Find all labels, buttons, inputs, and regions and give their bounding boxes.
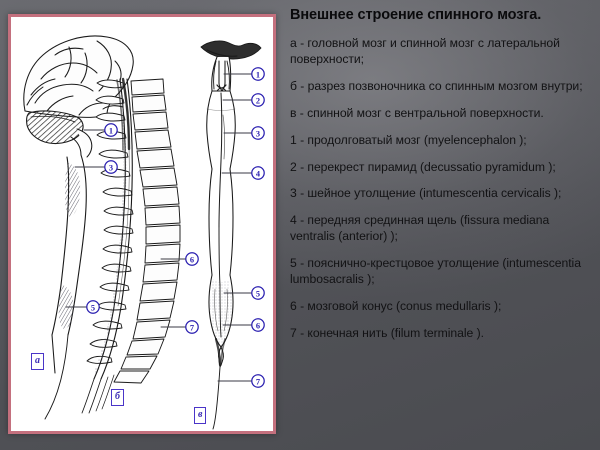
legend-item-2: 2 - перекрест пирамид (decussatio pyrami… xyxy=(290,159,556,174)
anatomy-figure-panel: 1 3 5 6 7 xyxy=(8,14,276,434)
callout-a-3: 3 xyxy=(104,160,118,174)
legend-item-4: 4 - передняя срединная щель (fissura med… xyxy=(290,213,550,244)
panel-b-vertebral-column xyxy=(81,77,181,414)
callout-a-5: 5 xyxy=(86,300,100,314)
callout-badges: 1 3 5 6 7 xyxy=(86,67,265,388)
svg-text:6: 6 xyxy=(256,322,260,331)
legend-item-v: в - спинной мозг с вентральной поверхнос… xyxy=(290,105,544,120)
callout-v-7: 7 xyxy=(251,374,265,388)
svg-text:7: 7 xyxy=(190,324,194,333)
callout-v-6: 6 xyxy=(251,318,265,332)
legend-item-7: 7 - конечная нить (filum terminale ). xyxy=(290,325,484,340)
svg-text:5: 5 xyxy=(91,304,95,313)
anatomy-diagram: 1 3 5 6 7 xyxy=(23,35,265,430)
legend-item-3: 3 - шейное утолщение (intumescentia cerv… xyxy=(290,186,562,201)
legend-item-6: 6 - мозговой конус (conus medullaris ); xyxy=(290,298,502,313)
callout-v-5: 5 xyxy=(251,286,265,300)
callout-v-2: 2 xyxy=(251,93,265,107)
svg-text:2: 2 xyxy=(256,97,260,106)
panel-label-v: в xyxy=(194,407,207,424)
callout-v-3: 3 xyxy=(251,126,265,140)
legend-item-a: а - головной мозг и спинной мозг с латер… xyxy=(290,36,560,67)
svg-text:1: 1 xyxy=(256,71,260,80)
svg-text:1: 1 xyxy=(109,127,113,136)
svg-text:3: 3 xyxy=(256,130,260,139)
svg-text:7: 7 xyxy=(256,378,260,387)
panel-label-a: а xyxy=(31,353,44,370)
panel-v-cord-ventral xyxy=(200,40,262,430)
callout-v-4: 4 xyxy=(251,166,265,180)
legend-item-5: 5 - пояснично-крестцовое утолщение (intu… xyxy=(290,256,581,286)
page-title: Внешнее строение спинного мозга. xyxy=(290,7,542,23)
callout-b-7: 7 xyxy=(185,320,199,334)
panel-label-b: б xyxy=(111,389,124,406)
legend-item-1: 1 - продолговатый мозг (myelencephalon )… xyxy=(290,132,527,147)
callout-a-1: 1 xyxy=(104,123,118,137)
callout-v-1: 1 xyxy=(251,67,265,81)
svg-text:4: 4 xyxy=(256,170,261,179)
callout-b-6: 6 xyxy=(185,252,199,266)
panel-a-brain-lateral xyxy=(23,35,134,420)
callout-leader-lines xyxy=(65,73,254,382)
legend-column: Внешнее строение спинного мозга. а - гол… xyxy=(290,6,596,446)
svg-text:6: 6 xyxy=(190,256,194,265)
svg-text:5: 5 xyxy=(256,290,260,299)
legend-item-b: б - разрез позвоночника со спинным мозго… xyxy=(290,78,583,93)
svg-text:3: 3 xyxy=(109,164,113,173)
